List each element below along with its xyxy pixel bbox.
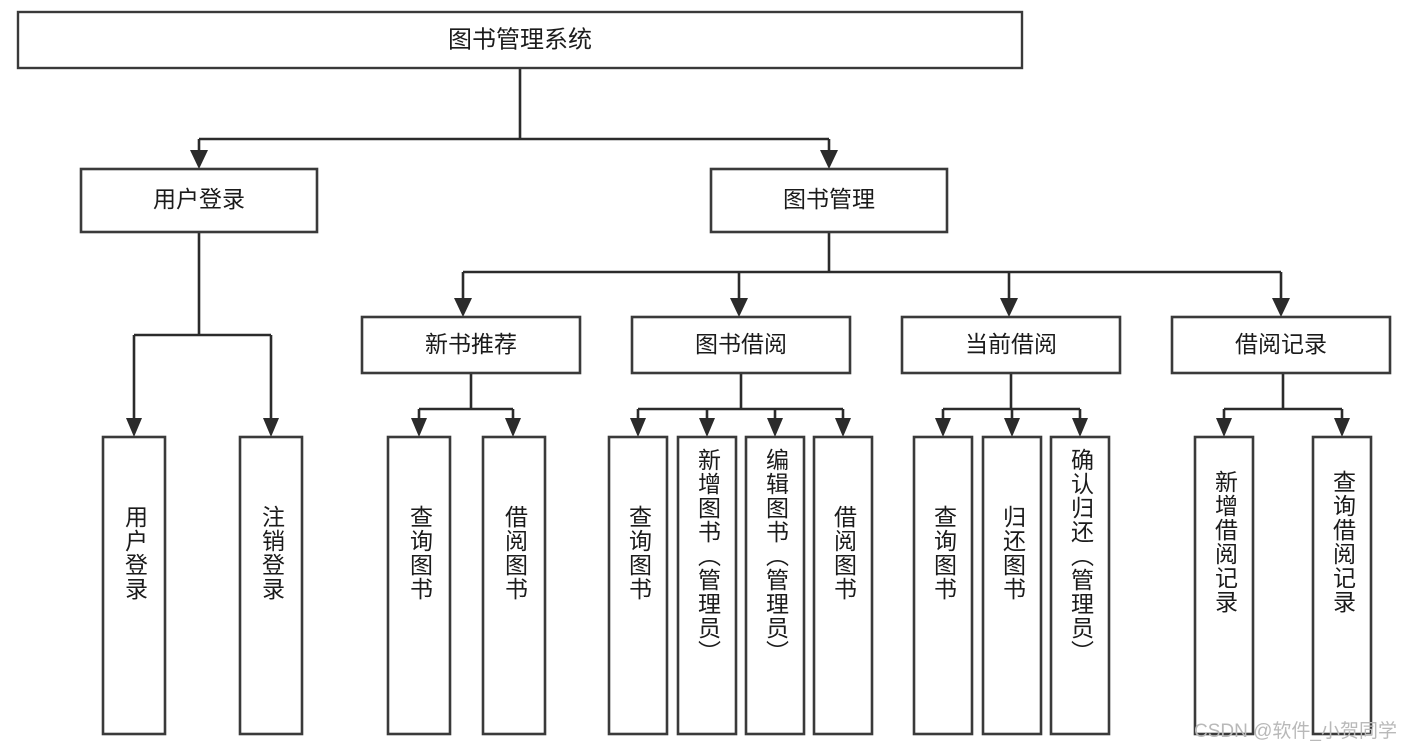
leaf-box-edit-book[interactable] [744, 435, 806, 736]
leaf-box-query-book-cb[interactable] [912, 435, 974, 736]
leaf-box-return-book[interactable] [981, 435, 1043, 736]
arrowhead-new-book [454, 298, 472, 317]
node-borrow-record-box[interactable] [1170, 315, 1392, 375]
node-current-borrow[interactable]: 当前借阅 [900, 315, 1122, 375]
node-current-borrow-label: 当前借阅 [965, 331, 1057, 357]
arrowhead-leaf-logout [263, 418, 279, 437]
connector-group-borrow [630, 373, 851, 437]
arrowhead-br-leaf2 [1334, 418, 1350, 437]
node-user-login-label: 用户登录 [153, 186, 245, 212]
arrowhead-borrow [730, 298, 748, 317]
connector-group-current-borrow [935, 373, 1088, 437]
node-new-book-recommend-label: 新书推荐 [425, 331, 517, 357]
leaf-box-confirm-return[interactable] [1049, 435, 1111, 736]
arrowhead-borrow-record [1272, 298, 1290, 317]
arrowhead-bw-leaf4 [835, 418, 851, 437]
arrowhead-book-manage [820, 150, 838, 169]
node-root-box[interactable] [16, 10, 1024, 70]
arrowhead-user-login [190, 150, 208, 169]
leaf-box-query-book-nb[interactable] [386, 435, 452, 736]
node-book-borrow[interactable]: 图书借阅 [630, 315, 852, 375]
node-borrow-record-label: 借阅记录 [1235, 331, 1327, 357]
connector-group-new-book [411, 373, 521, 437]
leaf-box-query-record[interactable] [1311, 435, 1373, 736]
leaf-box-user-login[interactable] [101, 435, 167, 736]
node-book-manage[interactable]: 图书管理 [709, 167, 949, 234]
node-root[interactable]: 图书管理系统 [16, 10, 1024, 70]
connector-group-book-manage [454, 232, 1290, 317]
node-current-borrow-box[interactable] [900, 315, 1122, 375]
leaf-box-borrow-book-bw[interactable] [812, 435, 874, 736]
arrowhead-bw-leaf1 [630, 418, 646, 437]
leaf-box-add-record[interactable] [1193, 435, 1255, 736]
node-book-manage-label: 图书管理 [783, 186, 875, 212]
arrowhead-cb-leaf3 [1072, 418, 1088, 437]
node-new-book-recommend-box[interactable] [360, 315, 582, 375]
leaf-node-group [101, 435, 1373, 736]
connector-group-user-login [126, 232, 279, 437]
arrowhead-nb-leaf2 [505, 418, 521, 437]
node-book-borrow-box[interactable] [630, 315, 852, 375]
node-borrow-record[interactable]: 借阅记录 [1170, 315, 1392, 375]
arrowhead-bw-leaf2 [699, 418, 715, 437]
arrowhead-cb-leaf1 [935, 418, 951, 437]
leaf-box-query-book-bw[interactable] [607, 435, 669, 736]
node-book-manage-box[interactable] [709, 167, 949, 234]
arrowhead-leaf-user-login [126, 418, 142, 437]
arrowhead-cb-leaf2 [1004, 418, 1020, 437]
connector-group-borrow-record [1216, 373, 1350, 437]
leaf-box-logout[interactable] [238, 435, 304, 736]
leaf-box-add-book[interactable] [676, 435, 738, 736]
node-book-borrow-label: 图书借阅 [695, 331, 787, 357]
connector-group-root [190, 68, 838, 169]
node-user-login[interactable]: 用户登录 [79, 167, 319, 234]
arrowhead-bw-leaf3 [767, 418, 783, 437]
node-new-book-recommend[interactable]: 新书推荐 [360, 315, 582, 375]
arrowhead-br-leaf1 [1216, 418, 1232, 437]
leaf-box-borrow-book-nb[interactable] [481, 435, 547, 736]
arrowhead-current-borrow [1000, 298, 1018, 317]
arrowhead-nb-leaf1 [411, 418, 427, 437]
node-user-login-box[interactable] [79, 167, 319, 234]
node-root-label: 图书管理系统 [448, 26, 592, 53]
